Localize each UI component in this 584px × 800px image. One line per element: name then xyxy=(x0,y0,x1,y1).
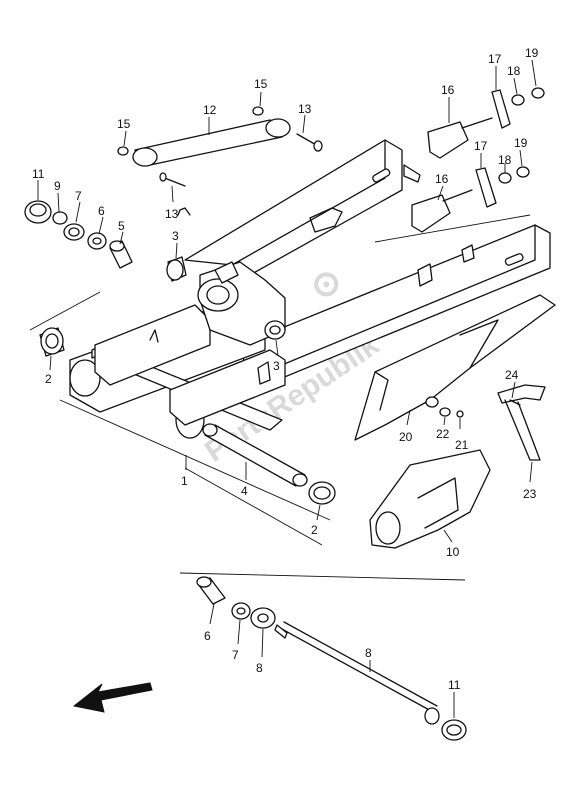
callout-11-upper: 11 xyxy=(32,167,45,181)
bolt-14 xyxy=(296,133,323,152)
bushing-3-lower xyxy=(264,320,286,340)
callout-12: 12 xyxy=(203,103,217,117)
bushing-3-upper xyxy=(166,256,187,282)
callout-7-lower: 8 xyxy=(256,661,263,675)
nut-18-lower xyxy=(498,172,512,184)
plate-17-lower xyxy=(475,167,497,208)
callout-1: 1 xyxy=(181,474,188,488)
callout-4: 4 xyxy=(241,484,248,498)
callout-21: 21 xyxy=(455,438,469,452)
callout-16-lower: 16 xyxy=(435,172,449,186)
callout-6-upper: 6 xyxy=(98,204,105,218)
leader-lines xyxy=(29,214,531,581)
collar-5-lower xyxy=(196,576,226,605)
callout-18-lower: 18 xyxy=(498,153,512,167)
callout-18-upper: 18 xyxy=(507,64,521,78)
callout-14: 13 xyxy=(298,102,312,116)
callout-5-upper: 5 xyxy=(118,219,125,233)
bracket-23 xyxy=(497,384,546,461)
callout-24: 24 xyxy=(505,368,519,382)
callout-9: 9 xyxy=(54,179,61,193)
callout-17-lower: 17 xyxy=(474,139,488,153)
callout-3-lower: 3 xyxy=(273,359,280,373)
plate-17-upper xyxy=(491,89,511,129)
washer-7-upper xyxy=(63,223,85,241)
callout-23: 23 xyxy=(523,487,537,501)
washer-6-lower xyxy=(231,602,251,620)
nut-11-lower xyxy=(441,719,467,741)
pivot-tube-4 xyxy=(202,423,308,487)
washer-6-upper xyxy=(87,232,107,250)
chain-guard-20 xyxy=(354,294,556,441)
washer-7-lower xyxy=(250,607,276,629)
callout-20: 20 xyxy=(399,430,413,444)
callout-2-left: 2 xyxy=(45,372,52,386)
adjuster-16-upper xyxy=(427,117,493,159)
front-arrow-icon xyxy=(72,682,153,713)
bolt-13 xyxy=(159,172,186,187)
callout-2-right: 2 xyxy=(311,523,318,537)
chain-case-10 xyxy=(369,449,491,549)
callout-6-lower: 7 xyxy=(232,648,239,662)
callout-8: 8 xyxy=(365,646,372,660)
callout-11-lower: 11 xyxy=(448,678,461,692)
swingarm xyxy=(69,139,551,439)
callout-5-lower: 6 xyxy=(204,629,211,643)
callout-17-upper: 17 xyxy=(488,52,502,66)
nut-15-left xyxy=(117,146,129,156)
washer-9 xyxy=(52,211,68,225)
axle-8 xyxy=(274,621,440,725)
collar-22 xyxy=(439,407,451,417)
callout-15-left: 15 xyxy=(117,117,131,131)
callout-19-lower: 19 xyxy=(514,136,528,150)
nut-11-upper xyxy=(24,200,52,224)
bearing-2-left xyxy=(39,327,65,357)
bolt-24 xyxy=(509,399,521,406)
callout-7-upper: 7 xyxy=(75,189,82,203)
cap-19-lower xyxy=(516,166,530,178)
callouts: 11 9 7 6 5 15 12 15 13 13 3 3 2 xyxy=(32,46,539,718)
callout-19-upper: 19 xyxy=(525,46,539,60)
torque-rod-12 xyxy=(132,118,291,167)
callout-22: 22 xyxy=(436,427,450,441)
nut-15-right xyxy=(252,106,264,116)
callout-15-right: 15 xyxy=(254,77,268,91)
gear-icon xyxy=(314,272,339,297)
collar-5-upper xyxy=(109,240,133,269)
callout-3-upper: 3 xyxy=(172,229,179,243)
cap-19-upper xyxy=(531,87,545,99)
bearing-2-right xyxy=(308,481,336,505)
adjuster-16-lower xyxy=(411,189,473,233)
nut-18-upper xyxy=(511,94,525,106)
callout-16-upper: 16 xyxy=(441,83,455,97)
callout-13: 13 xyxy=(165,207,179,221)
bolt-21 xyxy=(456,410,464,418)
callout-10: 10 xyxy=(446,545,460,559)
